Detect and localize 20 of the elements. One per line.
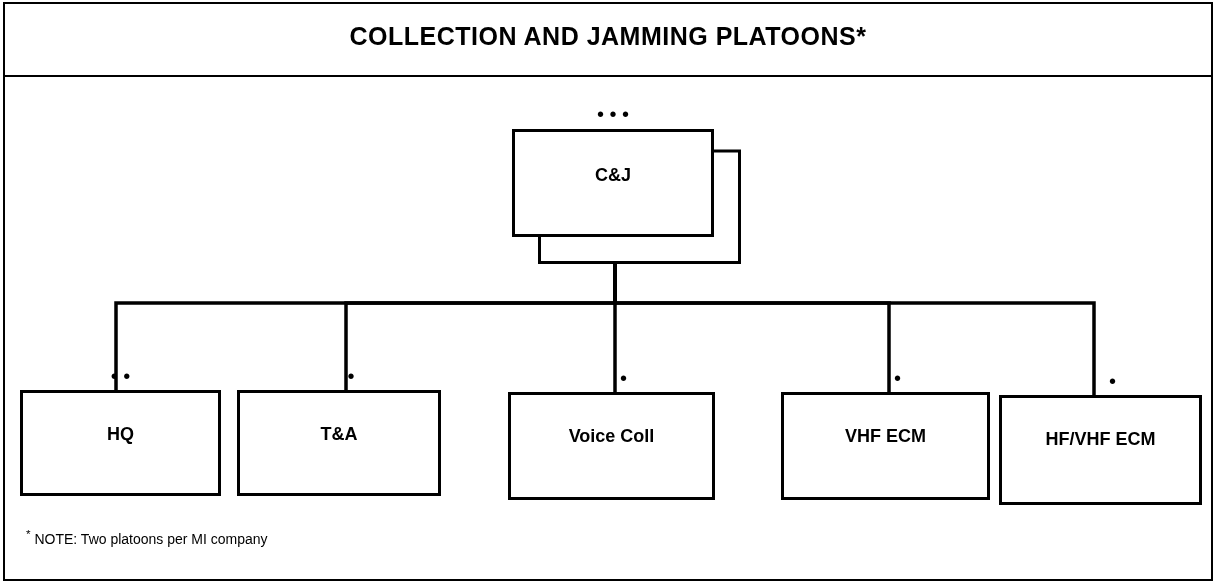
unit-box [20, 390, 221, 496]
diagram-title: COLLECTION AND JAMMING PLATOONS* [348, 22, 868, 51]
unit-label: HQ [106, 424, 135, 445]
unit-label: T&A [319, 424, 359, 445]
unit-size-symbol: • [894, 368, 901, 388]
unit-size-symbol: • [620, 368, 627, 388]
unit-label: Voice Coll [567, 426, 656, 447]
unit-box [508, 392, 715, 500]
stacked-unit-box [512, 129, 741, 264]
connector-line [613, 264, 1096, 395]
unit-size-symbol: • [347, 366, 355, 386]
unit-label: C&J [594, 165, 632, 186]
unit-box [781, 392, 990, 500]
unit-box [999, 395, 1202, 505]
unit-label: VHF ECM [844, 426, 927, 447]
unit-size-symbol: • • • [596, 104, 630, 124]
unit-box [237, 390, 441, 496]
footnote: $^{*}$ NOTE: Two platoons per MI company [26, 527, 268, 547]
unit-size-symbol: • [1109, 371, 1116, 391]
unit-label: HF/VHF ECM [1044, 429, 1157, 450]
